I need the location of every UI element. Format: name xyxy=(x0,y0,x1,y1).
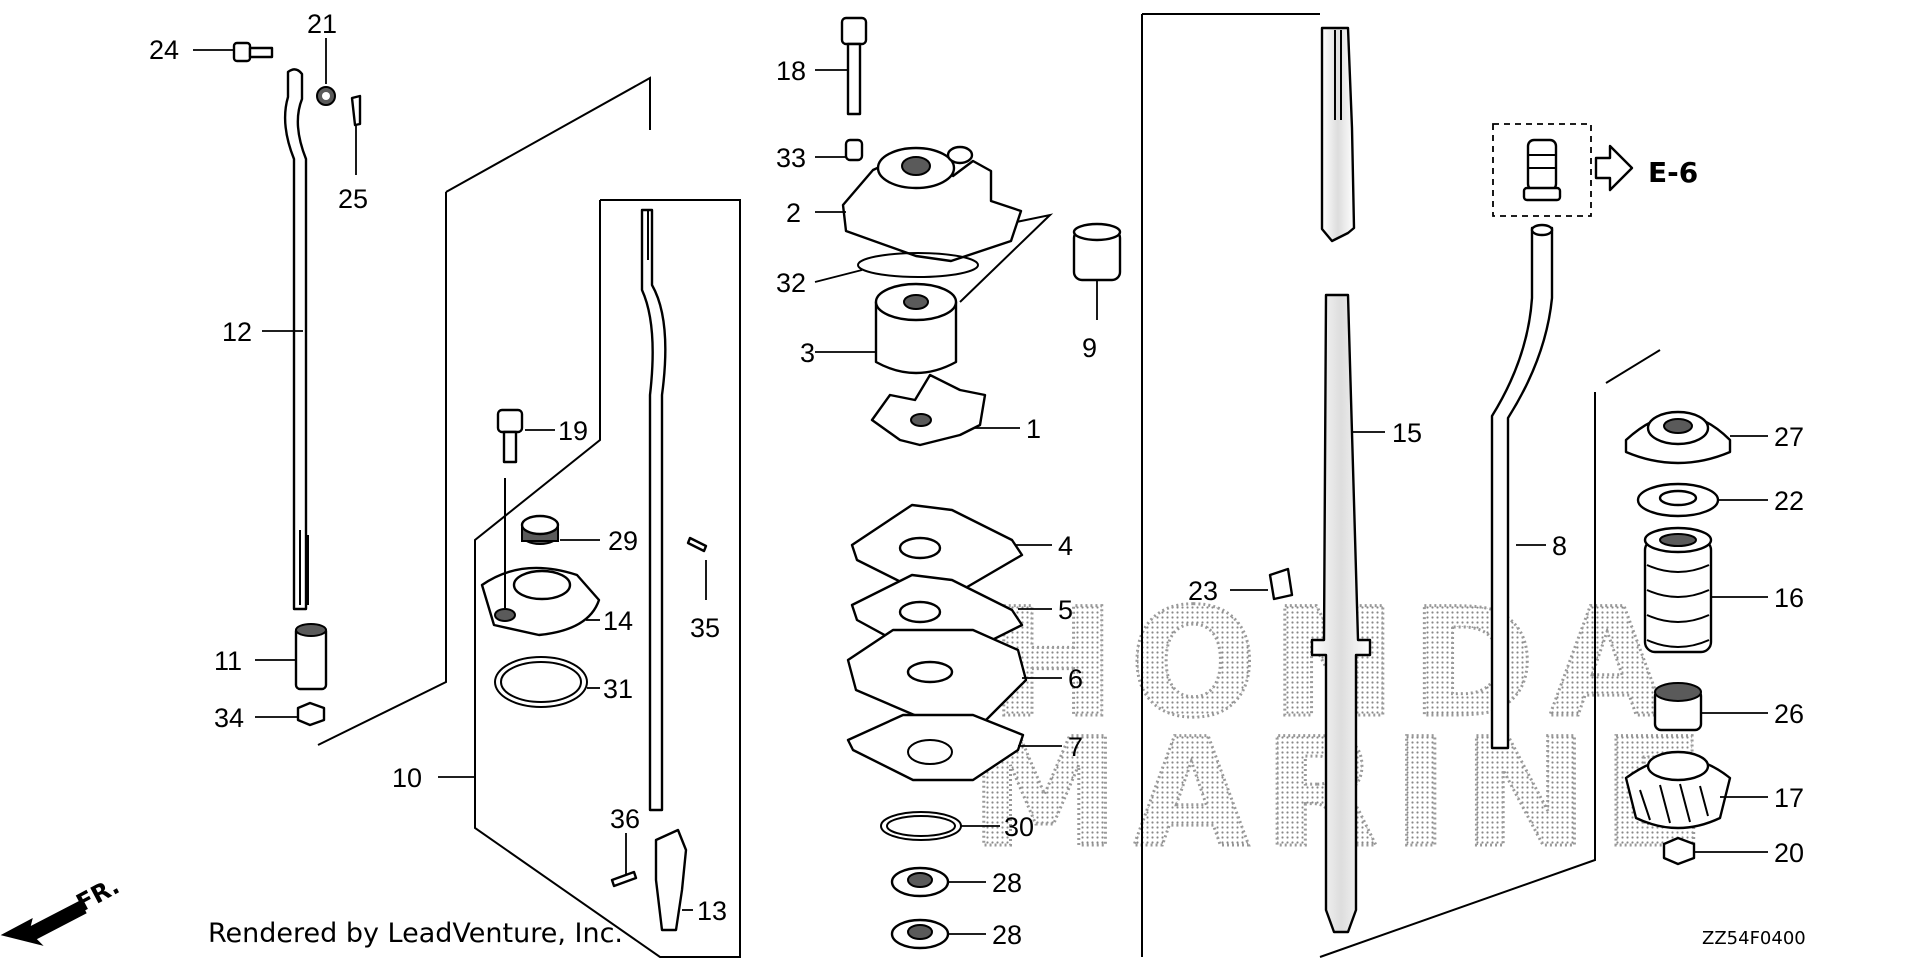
callout-27: 27 xyxy=(1774,422,1804,452)
rendered-by-credit: Rendered by LeadVenture, Inc. xyxy=(208,918,624,949)
diagram-code: ZZ54F0400 xyxy=(1702,928,1806,949)
callout-1: 1 xyxy=(1026,414,1041,444)
callout-20: 20 xyxy=(1774,838,1804,868)
part-13-shift-rod xyxy=(640,208,667,812)
callout-30: 30 xyxy=(1004,812,1034,842)
callout-36: 36 xyxy=(610,804,640,834)
part-3-liner xyxy=(874,282,958,375)
part-11-collar xyxy=(294,623,328,691)
callout-12: 12 xyxy=(222,317,252,347)
callout-6: 6 xyxy=(1068,664,1083,694)
part-20-nut xyxy=(1662,836,1696,866)
part-16-spring xyxy=(1643,526,1713,654)
part-29-grommet xyxy=(520,514,560,545)
callout-14: 14 xyxy=(603,606,633,636)
callout-19: 19 xyxy=(558,416,588,446)
callout-26: 26 xyxy=(1774,699,1804,729)
part-24-bolt xyxy=(232,41,274,63)
callout-7: 7 xyxy=(1068,732,1083,762)
front-direction-arrow: FR. xyxy=(0,872,124,946)
part-32-seal xyxy=(857,252,979,278)
part-15-driveshaft xyxy=(1310,26,1372,934)
callout-2: 2 xyxy=(786,198,801,228)
leader-lines xyxy=(193,38,1768,935)
part-17-gear xyxy=(1624,750,1732,830)
callout-33: 33 xyxy=(776,143,806,173)
callout-9: 9 xyxy=(1082,333,1097,363)
callout-23: 23 xyxy=(1188,576,1218,606)
reference-grommet xyxy=(1522,138,1562,202)
callout-24: 24 xyxy=(149,35,179,65)
callout-11: 11 xyxy=(214,646,242,676)
part-14-holder xyxy=(480,478,601,637)
part-4-plate xyxy=(850,503,1024,592)
callout-13: 13 xyxy=(697,896,727,926)
callout-31: 31 xyxy=(603,674,633,704)
part-21-washer-hole xyxy=(322,92,330,100)
callout-29: 29 xyxy=(608,526,638,556)
part-36-pin xyxy=(610,870,638,888)
part-35-pin xyxy=(686,536,708,553)
reference-label: E-6 xyxy=(1648,156,1698,189)
part-13-arm xyxy=(654,828,688,932)
reference-box xyxy=(1492,123,1592,217)
callout-4: 4 xyxy=(1058,531,1073,561)
part-27-bearing xyxy=(1624,410,1732,465)
part-28-seal-upper xyxy=(890,866,950,898)
callout-8: 8 xyxy=(1552,531,1567,561)
part-2-pump-housing xyxy=(841,145,1023,263)
part-19-bolt xyxy=(496,408,524,464)
part-31-oring xyxy=(494,656,588,708)
part-8-water-tube xyxy=(1490,223,1554,750)
callout-34: 34 xyxy=(214,703,244,733)
part-33-collar xyxy=(844,138,864,162)
assembly-brackets xyxy=(317,13,1661,958)
part-6-pump-case xyxy=(846,628,1028,722)
callout-32: 32 xyxy=(776,268,806,298)
callout-3: 3 xyxy=(800,338,815,368)
callout-35: 35 xyxy=(690,613,720,643)
part-22-washer xyxy=(1636,482,1720,518)
callout-labels: 24 21 25 12 11 34 10 19 29 14 31 35 36 1… xyxy=(149,9,1804,950)
callout-28-lower: 28 xyxy=(992,920,1022,950)
callout-16: 16 xyxy=(1774,583,1804,613)
callout-10: 10 xyxy=(392,763,422,793)
part-7-gasket xyxy=(846,713,1025,782)
part-1-impeller xyxy=(870,373,987,447)
callout-25: 25 xyxy=(338,184,368,214)
callout-28-upper: 28 xyxy=(992,868,1022,898)
part-12-rod xyxy=(283,68,309,611)
reference-arrow xyxy=(1594,144,1634,192)
part-28-seal-lower xyxy=(890,918,950,950)
part-25-pin xyxy=(350,94,362,127)
part-18-bolt xyxy=(840,16,868,116)
callout-15: 15 xyxy=(1392,418,1422,448)
callout-17: 17 xyxy=(1774,783,1804,813)
callout-22: 22 xyxy=(1774,486,1804,516)
callout-5: 5 xyxy=(1058,595,1073,625)
part-34-nut xyxy=(296,701,326,727)
part-23-key xyxy=(1268,567,1294,601)
callout-21: 21 xyxy=(307,9,337,39)
callout-18: 18 xyxy=(776,56,806,86)
part-26-bushing xyxy=(1653,682,1703,732)
